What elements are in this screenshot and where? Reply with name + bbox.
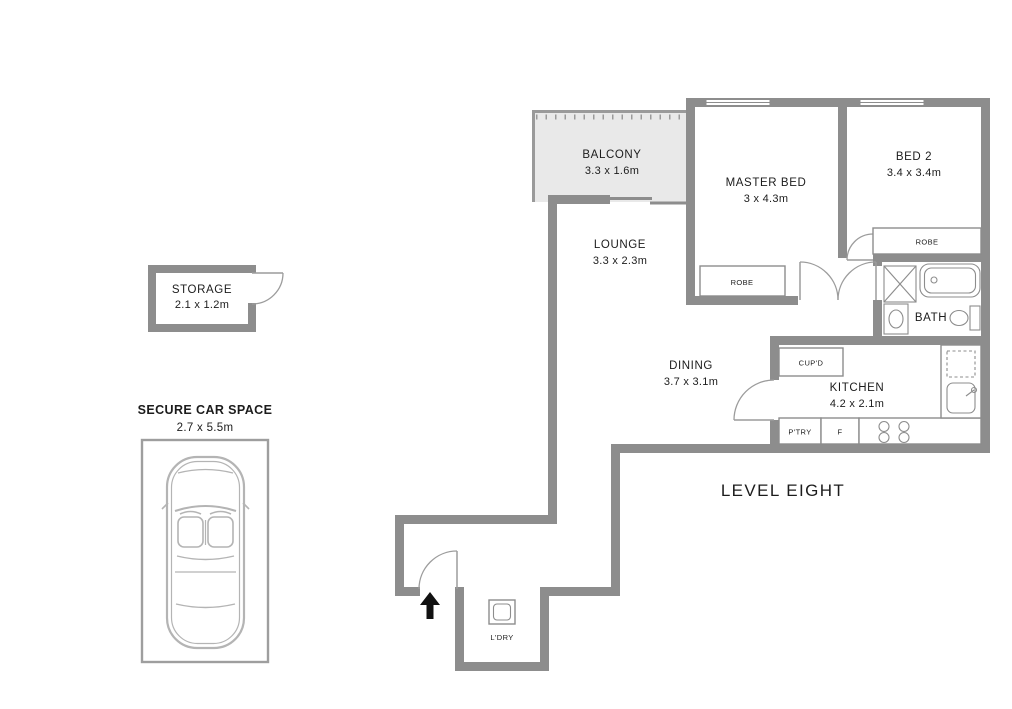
bed2-dims: 3.4 x 3.4m (887, 167, 941, 179)
washing-machine-icon (488, 599, 516, 625)
bed2-robe-label: ROBE (916, 238, 939, 247)
entry-door-arc (418, 550, 458, 590)
entry-arrow-icon (420, 592, 440, 619)
car-space-label: SECURE CAR SPACE (138, 403, 273, 417)
parking-bay-outline (140, 438, 270, 664)
master-bed-dims: 3 x 4.3m (744, 193, 789, 205)
kitchen-door-arc (733, 379, 775, 421)
kitchen-sink (946, 382, 978, 414)
fridge-label: F (838, 428, 843, 437)
storage-dims: 2.1 x 1.2m (175, 299, 229, 311)
car-seats (177, 510, 234, 548)
toilet (949, 305, 981, 331)
lounge-label: LOUNGE (594, 239, 646, 251)
vanity-sink (883, 303, 909, 335)
storage-walls (148, 265, 256, 332)
master-robe-box (699, 265, 786, 297)
storage-label: STORAGE (172, 284, 232, 296)
laundry-label: L'DRY (490, 633, 513, 642)
bath-label: BATH (915, 312, 947, 324)
master-bed-label: MASTER BED (726, 177, 807, 189)
kitchen-dims: 4.2 x 2.1m (830, 398, 884, 410)
cupboard-label: CUP'D (799, 359, 824, 368)
kitchen-counter (858, 417, 982, 445)
windows (705, 99, 925, 106)
bed2-door-arc (846, 233, 874, 261)
sliding-door (610, 197, 688, 205)
shower (883, 265, 917, 303)
bath-door-arc (837, 261, 877, 301)
balcony-dims: 3.3 x 1.6m (585, 165, 639, 177)
balcony-area (532, 110, 688, 205)
dining-label: DINING (669, 360, 713, 372)
lounge-dims: 3.3 x 2.3m (593, 255, 647, 267)
cooktop (878, 420, 910, 444)
bathtub (919, 263, 981, 298)
bed2-label: BED 2 (896, 151, 932, 163)
master-robe-label: ROBE (731, 278, 754, 287)
dining-dims: 3.7 x 3.1m (664, 376, 718, 388)
kitchen-side-counter (940, 344, 982, 419)
level-label: LEVEL EIGHT (721, 481, 845, 500)
pantry-label: P'TRY (788, 428, 811, 437)
appliance-space (946, 350, 976, 378)
kitchen-label: KITCHEN (830, 382, 885, 394)
master-bed-door-arc (799, 261, 839, 301)
car-space-dims: 2.7 x 5.5m (177, 422, 234, 434)
cupboard-box (778, 347, 844, 377)
balcony-label: BALCONY (582, 149, 641, 161)
storage-door-arc (251, 272, 284, 305)
bed2-robe-box (872, 227, 982, 255)
apartment-walls (395, 98, 990, 671)
car-illustration (161, 455, 250, 650)
